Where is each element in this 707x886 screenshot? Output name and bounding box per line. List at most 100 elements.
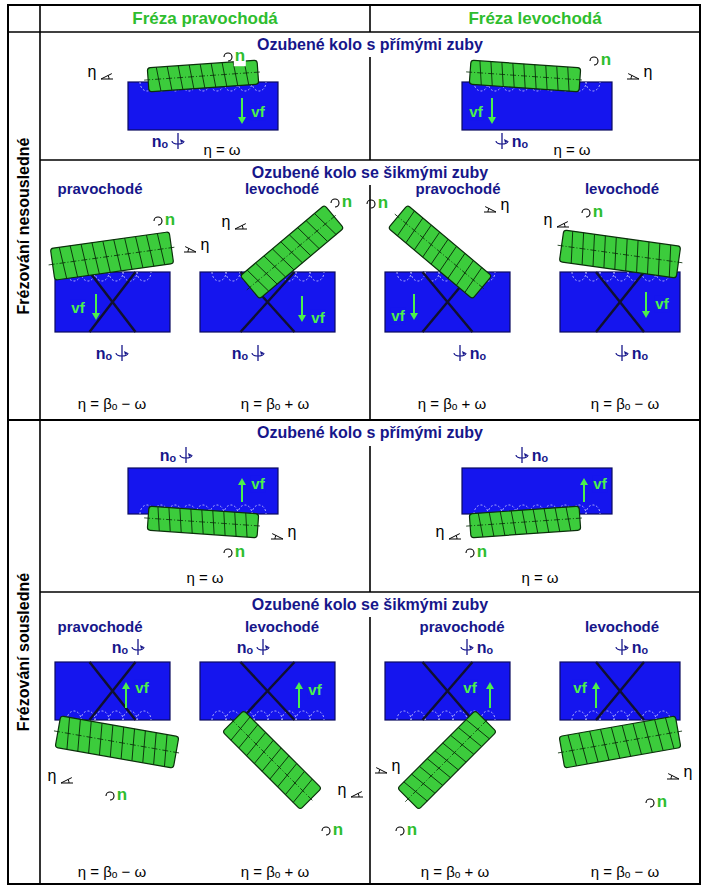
angle-arc: [188, 249, 190, 252]
gear-blank-shape: [55, 662, 170, 720]
hob-cutter: [46, 231, 177, 281]
rotation-mark: [367, 200, 375, 208]
table-grid: [8, 5, 700, 884]
feed-arrowhead: [238, 478, 246, 485]
column-header: Fréza pravochodá: [40, 5, 370, 32]
feed-label: vf: [390, 308, 405, 325]
hob-body: [240, 205, 344, 299]
rotation-head: [124, 351, 128, 355]
gear-blank: vf: [462, 82, 612, 130]
feed-arrowhead: [592, 682, 600, 689]
gear-blank: vf: [385, 662, 510, 720]
angle-line: [449, 534, 460, 539]
angle-line: [485, 207, 496, 212]
angle-arc: [564, 224, 566, 227]
table-rule: [8, 419, 700, 421]
angle-line: [376, 768, 387, 773]
angle-arc: [242, 226, 244, 229]
feed-label: vf: [572, 680, 587, 697]
table-rule: [369, 185, 371, 420]
gear-blank: vf: [128, 82, 278, 130]
hob-axis: [405, 718, 488, 801]
rotation-head: [469, 645, 473, 649]
speed-label: nₒ: [151, 133, 169, 151]
rotation-axis: [621, 639, 622, 655]
rotation-mark: [396, 827, 404, 835]
rotation-mark: [466, 549, 474, 557]
speed-label: n: [116, 785, 128, 805]
section-panel: Ozubené kolo s přímými zubyvfvf: [40, 420, 700, 592]
speed-label: n: [234, 46, 246, 66]
feed-arrowhead: [488, 117, 496, 124]
feed-arrowhead: [410, 313, 418, 320]
feed-arrow: [298, 687, 300, 708]
angle-label: η: [391, 757, 402, 775]
rotation-head: [260, 351, 264, 355]
feed-label: vf: [310, 310, 325, 327]
angle-arc: [456, 536, 458, 539]
hob-cutter: [385, 203, 495, 302]
gear-blank: vf: [55, 272, 170, 332]
angle-arc: [68, 780, 70, 783]
angle-line: [185, 247, 196, 252]
gear-blank-shape: [560, 272, 680, 332]
angle-line: [351, 792, 362, 797]
hob-body: [388, 205, 492, 299]
speed-label: n: [406, 820, 418, 840]
hob-axis: [144, 518, 262, 526]
rotation-mark: [582, 209, 590, 217]
table-rule: [369, 5, 371, 32]
section-panel: Ozubené kolo se šikmými zuby vf vf vf vf: [40, 592, 700, 884]
formula: η = ω: [520, 569, 559, 586]
speed-label: nₒ: [469, 345, 487, 363]
hob-body: [398, 711, 497, 810]
feed-arrow: [413, 294, 415, 315]
gear-blank-shape: [200, 662, 335, 720]
rotation-axis: [262, 639, 263, 655]
speed-label: nₒ: [111, 639, 129, 657]
feed-arrowhead: [642, 311, 650, 318]
rotation-mark: [646, 799, 654, 807]
hob-cutter: [555, 229, 684, 278]
angle-label: η: [200, 236, 211, 254]
formula: η = βₒ − ω: [590, 395, 661, 412]
feed-label: vf: [307, 682, 322, 699]
gear-blank: vf: [55, 662, 170, 720]
gear-blank: vf: [560, 272, 680, 332]
hob-body: [223, 711, 322, 810]
subheading: pravochodé: [56, 618, 143, 635]
feed-label: vf: [654, 296, 669, 313]
hob-axis: [144, 72, 262, 80]
rotation-axis: [621, 345, 622, 361]
section-heading: Ozubené kolo se šikmými zuby: [40, 595, 700, 615]
hob-axis: [558, 245, 683, 263]
row-heading: Frézování sousledné: [8, 420, 40, 884]
angle-arc: [108, 76, 110, 79]
feed-arrowhead: [580, 478, 588, 485]
table-border: [8, 5, 700, 884]
header-text: Fréza pravochodá: [40, 9, 370, 29]
rotation-axis: [466, 639, 467, 655]
feed-arrow: [125, 687, 127, 708]
speed-label: nₒ: [531, 447, 549, 465]
angle-label: η: [683, 763, 694, 781]
formula: η = βₒ − ω: [77, 395, 148, 412]
feed-arrow: [595, 687, 597, 708]
angle-label: η: [47, 767, 58, 785]
rotation-head: [524, 453, 528, 457]
speed-label: nₒ: [95, 345, 113, 363]
rotation-mark: [331, 199, 339, 207]
angle-label: η: [435, 523, 446, 541]
speed-label: n: [592, 202, 604, 222]
subheading: levochodé: [244, 180, 320, 197]
section-panel: Ozubené kolo se šikmými zubyvfvfvfvf: [40, 160, 700, 420]
table-rule: [369, 57, 371, 160]
table-rule: [369, 446, 371, 592]
speed-label: n: [164, 210, 176, 230]
speed-label: nₒ: [231, 345, 249, 363]
subheading: levochodé: [584, 618, 660, 635]
angle-arc: [358, 794, 360, 797]
hob-cutter: [220, 708, 325, 813]
formula: η = βₒ + ω: [420, 863, 491, 880]
gear-blank: vf: [200, 272, 335, 332]
